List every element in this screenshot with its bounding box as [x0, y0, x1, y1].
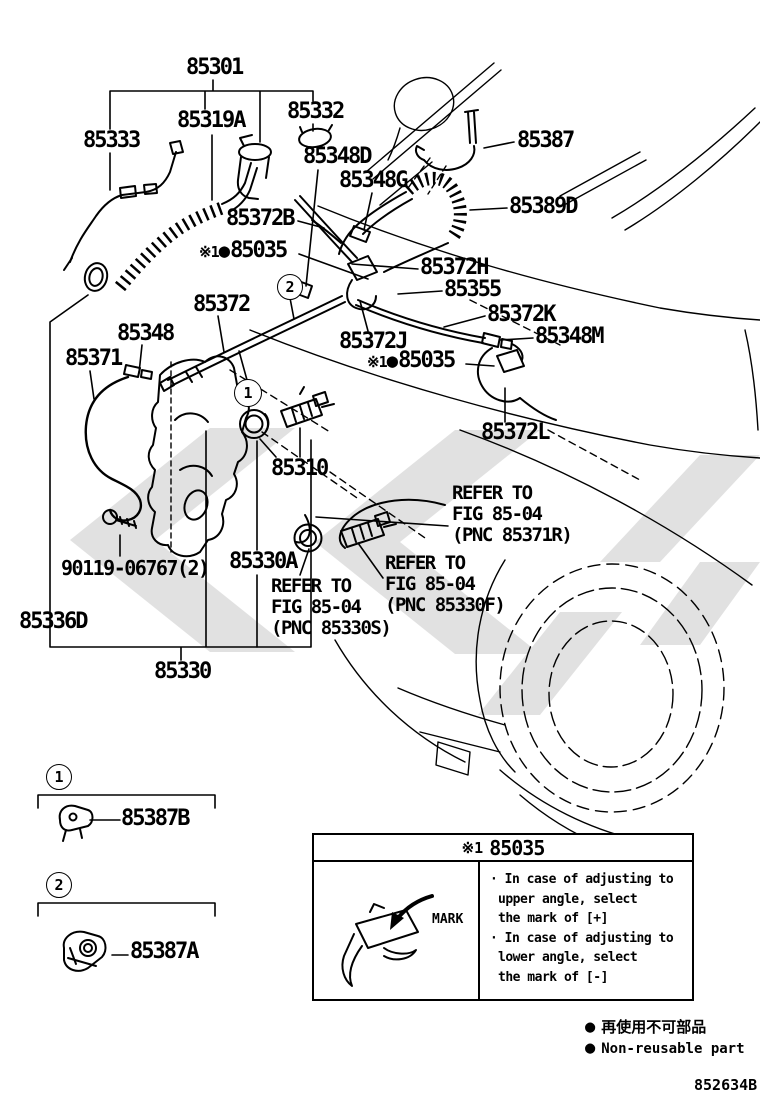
- grommet-front: [239, 409, 270, 439]
- note-box-header: ※1 85035: [314, 835, 692, 862]
- hose-85371R: [295, 498, 446, 549]
- note-part-number: 85035: [489, 835, 545, 860]
- ref-85035-rear: ※1●85035: [367, 348, 456, 373]
- ref-marker: ※1: [199, 243, 220, 261]
- refer-note-85371R: REFER TO FIG 85-04 (PNC 85371R): [452, 482, 573, 546]
- non-reusable-dot-icon: ●: [218, 240, 231, 262]
- part-label-85387A: 85387A: [130, 939, 199, 964]
- ref-85035-front: ※1●85035: [199, 238, 288, 263]
- part-label-85348M: 85348M: [535, 324, 604, 349]
- pump-motor-rear: [340, 511, 397, 548]
- part-label-85372K: 85372K: [487, 302, 556, 327]
- clamp-85387A-sketch: [62, 930, 107, 972]
- part-label-85332: 85332: [287, 99, 345, 124]
- nozzle-mark-figure: MARK: [314, 862, 480, 999]
- non-reusable-dot-icon: ●: [386, 350, 399, 372]
- refer-note-85330S: REFER TO FIG 85-04 (PNC 85330S): [271, 575, 392, 639]
- washer-hoses-and-parts: [63, 109, 557, 558]
- callout-2: 2: [277, 274, 303, 300]
- note-box-text: · In case of adjusting to upper angle, s…: [490, 872, 674, 985]
- part-label-85330A: 85330A: [229, 549, 298, 574]
- part-label-85389D: 85389D: [509, 194, 578, 219]
- grommet-oval: [83, 262, 109, 292]
- mark-label: MARK: [432, 912, 464, 927]
- washer-inlet-85301: [236, 134, 272, 200]
- leader-lines: [37, 79, 534, 956]
- part-label-85387: 85387: [517, 128, 575, 153]
- non-reusable-note-jp: ●再使用不可部品: [585, 1017, 707, 1037]
- hose-85319A: [114, 162, 258, 292]
- part-label-90119-06767: 90119-06767(2): [61, 556, 210, 580]
- part-label-85348D: 85348D: [303, 144, 372, 169]
- callout-1: 1: [234, 379, 262, 407]
- clamp-85387: [414, 109, 479, 171]
- car-body-outline: [229, 62, 760, 871]
- refer-note-85330F: REFER TO FIG 85-04 (PNC 85330F): [385, 552, 506, 616]
- non-reusable-dot-icon: ●: [585, 1038, 596, 1058]
- legend-callout-2: 2: [46, 872, 72, 898]
- part-label-85336D: 85336D: [19, 609, 88, 634]
- part-label-85348: 85348: [117, 321, 175, 346]
- legend-callout-1: 1: [46, 764, 72, 790]
- part-label-85372H: 85372H: [420, 255, 489, 280]
- nozzle-sketch: [341, 894, 434, 987]
- non-reusable-dot-icon: ●: [585, 1017, 596, 1037]
- part-label-85371: 85371: [65, 346, 123, 371]
- pump-motor-front: [280, 386, 335, 428]
- adjustment-note-box: ※1 85035 MARK · In case of ad: [312, 833, 694, 1001]
- part-label-85372B: 85372B: [226, 206, 295, 231]
- clamp-85387B-sketch: [58, 804, 94, 842]
- part-label-85372L: 85372L: [481, 420, 550, 445]
- part-label-85333: 85333: [83, 128, 141, 153]
- ref-marker: ※1: [461, 838, 484, 857]
- nozzle-85035-rear: [476, 347, 557, 421]
- part-label-85301: 85301: [186, 55, 244, 80]
- part-label-85372J: 85372J: [339, 329, 408, 354]
- bolt-90119: [102, 509, 137, 529]
- part-label-85372: 85372: [193, 292, 251, 317]
- non-reusable-note-en: ●Non-reusable part: [585, 1038, 745, 1058]
- washer-hose-85372: [159, 295, 524, 392]
- part-label-85355: 85355: [444, 277, 502, 302]
- part-label-85348G: 85348G: [339, 168, 408, 193]
- part-label-85330: 85330: [154, 659, 212, 684]
- part-label-85387B: 85387B: [121, 806, 190, 831]
- part-label-85319A: 85319A: [177, 108, 246, 133]
- hose-85333: [63, 140, 184, 271]
- drawing-number: 852634B: [694, 1076, 758, 1094]
- part-label-85310: 85310: [271, 456, 329, 481]
- ref-marker: ※1: [367, 353, 388, 371]
